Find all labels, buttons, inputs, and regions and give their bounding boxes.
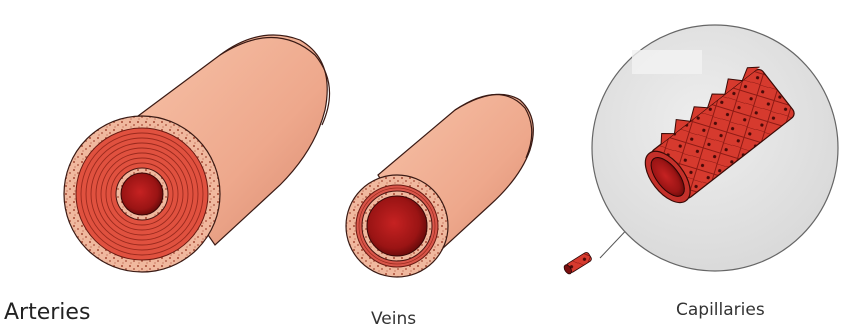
capillary-small: [563, 251, 593, 275]
label-capillaries: Capillaries: [676, 300, 765, 320]
magnifier-highlight: [632, 50, 702, 74]
artery-illustration: [64, 35, 330, 272]
vein-lumen: [367, 196, 427, 256]
capillary-illustration: [563, 25, 838, 275]
label-arteries: Arteries: [4, 300, 90, 325]
label-veins: Veins: [371, 309, 416, 329]
vein-illustration: [346, 94, 533, 277]
artery-lumen: [121, 173, 163, 215]
